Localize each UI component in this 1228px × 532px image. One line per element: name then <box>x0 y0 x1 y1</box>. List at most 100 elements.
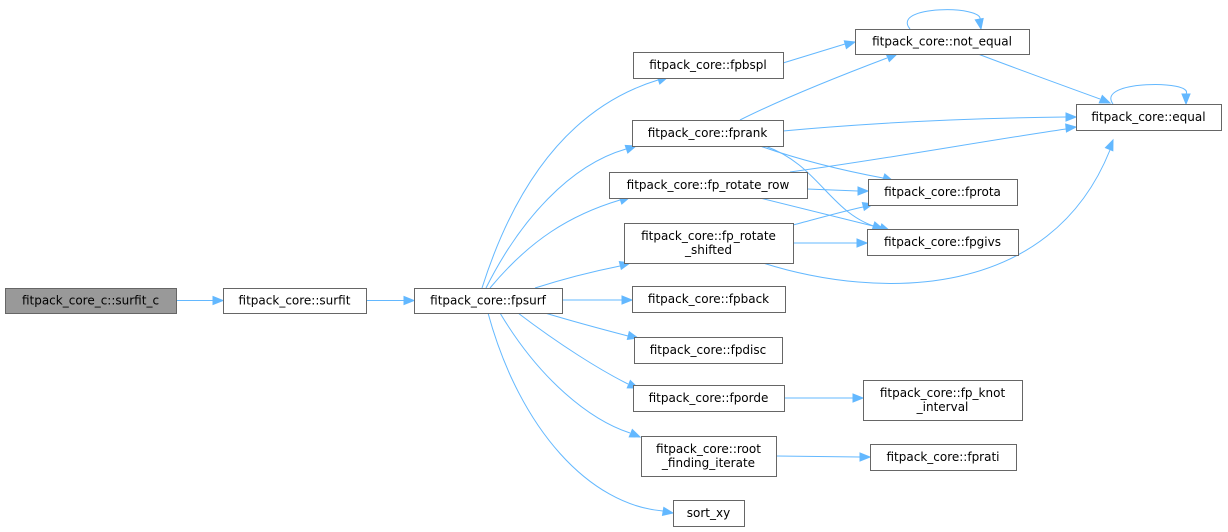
node-fp-rotate-row[interactable]: fitpack_core::fp_rotate_row <box>609 172 808 199</box>
edge-fprank-to-equal <box>782 112 1078 132</box>
node-label: fitpack_core::surfit <box>239 294 351 308</box>
node-box <box>624 223 794 264</box>
node-box <box>867 229 1019 256</box>
edge-equal-to-equal <box>1110 84 1191 106</box>
node-box <box>633 385 785 412</box>
edge-surfit-c-to-surfit <box>176 295 225 306</box>
edge-fpsurf-to-fprank <box>485 144 638 289</box>
edge-line <box>1110 84 1187 105</box>
edge-fporde-to-fp-knot-interval <box>784 393 865 403</box>
node-label: sort_xy <box>687 506 730 520</box>
node-fporde[interactable]: fitpack_core::fporde <box>633 385 785 412</box>
node-box <box>223 288 367 314</box>
node-fpsurf[interactable]: fitpack_core::fpsurf <box>414 288 563 314</box>
edge-line <box>485 148 627 289</box>
node-fpbspl[interactable]: fitpack_core::fpbspl <box>633 52 784 79</box>
arrowhead-icon <box>1065 112 1078 122</box>
node-equal[interactable]: fitpack_core::equal <box>1076 104 1222 131</box>
node-label: fitpack_core::fpgivs <box>884 235 1001 249</box>
arrowhead-icon <box>1098 94 1112 104</box>
arrowhead-icon <box>974 17 984 31</box>
node-sort-xy[interactable]: sort_xy <box>673 500 745 527</box>
edge-line <box>775 455 861 458</box>
node-box <box>632 120 784 147</box>
node-fpback[interactable]: fitpack_core::fpback <box>632 286 786 313</box>
node-label: fitpack_core::equal <box>1091 110 1205 124</box>
node-surfit[interactable]: fitpack_core::surfit <box>223 288 367 314</box>
node-box <box>632 286 786 313</box>
edge-line <box>481 79 659 289</box>
node-label: fitpack_core::fporde <box>649 391 769 405</box>
edge-root-finding-iterate-to-fprati <box>775 452 872 462</box>
node-label: fitpack_core::fpbspl <box>649 58 767 72</box>
arrowhead-icon <box>624 144 638 154</box>
node-box <box>868 179 1018 206</box>
arrowhead-icon <box>856 238 869 248</box>
arrowhead-icon <box>212 295 225 306</box>
arrowhead-icon <box>857 186 870 196</box>
node-label: fitpack_core::fprati <box>886 450 999 464</box>
arrowhead-icon <box>859 452 872 462</box>
node-fprank[interactable]: fitpack_core::fprank <box>632 120 784 147</box>
edge-line <box>489 199 621 289</box>
arrowhead-icon <box>403 295 416 306</box>
edge-fpsurf-to-fpdisc <box>544 312 640 341</box>
node-fprati[interactable]: fitpack_core::fprati <box>870 444 1017 471</box>
node-box <box>414 288 563 314</box>
edge-fpsurf-to-root-finding-iterate <box>499 312 642 438</box>
edge-fpsurf-to-fp-rotate-row <box>489 195 632 289</box>
node-root-finding-iterate[interactable]: fitpack_core::root_finding_iterate <box>641 436 777 477</box>
edge-line <box>806 188 859 192</box>
edge-line <box>906 9 981 30</box>
node-label: fitpack_core::fp_knot <box>880 386 1006 400</box>
edge-fp-rotate-shifted-to-fprota <box>792 201 875 226</box>
node-surfit-c[interactable]: fitpack_core_c::surfit_c <box>5 288 177 314</box>
edge-line <box>759 145 884 179</box>
edge-fpsurf-to-fp-rotate-shifted <box>534 260 632 289</box>
node-label: fitpack_core_c::surfit_c <box>22 294 159 308</box>
edge-surfit-to-fpsurf <box>366 295 416 306</box>
node-fpdisc[interactable]: fitpack_core::fpdisc <box>634 337 783 364</box>
node-box <box>855 29 1030 55</box>
node-not-equal[interactable]: fitpack_core::not_equal <box>855 29 1030 55</box>
arrowhead-icon <box>628 428 642 438</box>
node-label: fitpack_core::fprank <box>648 126 768 140</box>
edge-fpbspl-to-not-equal <box>782 40 857 64</box>
edge-line <box>792 206 864 226</box>
node-label: fitpack_core::fpdisc <box>650 343 767 357</box>
node-label: fitpack_core::fp_rotate_row <box>627 178 790 192</box>
arrowhead-icon <box>852 393 865 403</box>
node-fpgivs[interactable]: fitpack_core::fpgivs <box>867 229 1019 256</box>
node-box <box>1076 104 1222 131</box>
edge-line <box>762 149 1111 284</box>
node-fprota[interactable]: fitpack_core::fprota <box>868 179 1018 206</box>
edge-fpsurf-to-fpback <box>562 295 634 305</box>
arrowhead-icon <box>661 506 675 516</box>
edge-not-equal-to-equal <box>977 53 1112 104</box>
edge-line <box>544 312 629 337</box>
node-label: fitpack_core::not_equal <box>872 35 1012 49</box>
edge-line <box>977 53 1101 100</box>
nodes-layer: fitpack_core_c::surfit_c fitpack_core::su… <box>5 29 1222 527</box>
node-label: fitpack_core::fpsurf <box>430 294 546 308</box>
node-box <box>633 52 784 79</box>
edge-fpsurf-to-sort-xy <box>487 312 675 516</box>
node-label: _finding_iterate <box>661 456 755 470</box>
node-box <box>641 436 777 477</box>
arrowhead-icon <box>1065 123 1078 133</box>
node-fp-rotate-shifted[interactable]: fitpack_core::fp_rotate_shifted <box>624 223 794 264</box>
node-box <box>673 500 745 527</box>
edge-not-equal-to-not-equal <box>906 9 984 31</box>
node-fp-knot-interval[interactable]: fitpack_core::fp_knot_interval <box>863 380 1023 421</box>
edge-fpsurf-to-fporde <box>517 312 640 389</box>
node-box <box>870 444 1017 471</box>
arrowhead-icon <box>621 295 634 305</box>
node-box <box>5 288 177 314</box>
edge-line <box>517 312 629 385</box>
node-box <box>863 380 1023 421</box>
edge-line <box>782 116 1067 132</box>
node-label: fitpack_core::fpback <box>648 292 769 306</box>
node-label: fitpack_core::root <box>656 442 761 456</box>
node-box <box>634 337 783 364</box>
